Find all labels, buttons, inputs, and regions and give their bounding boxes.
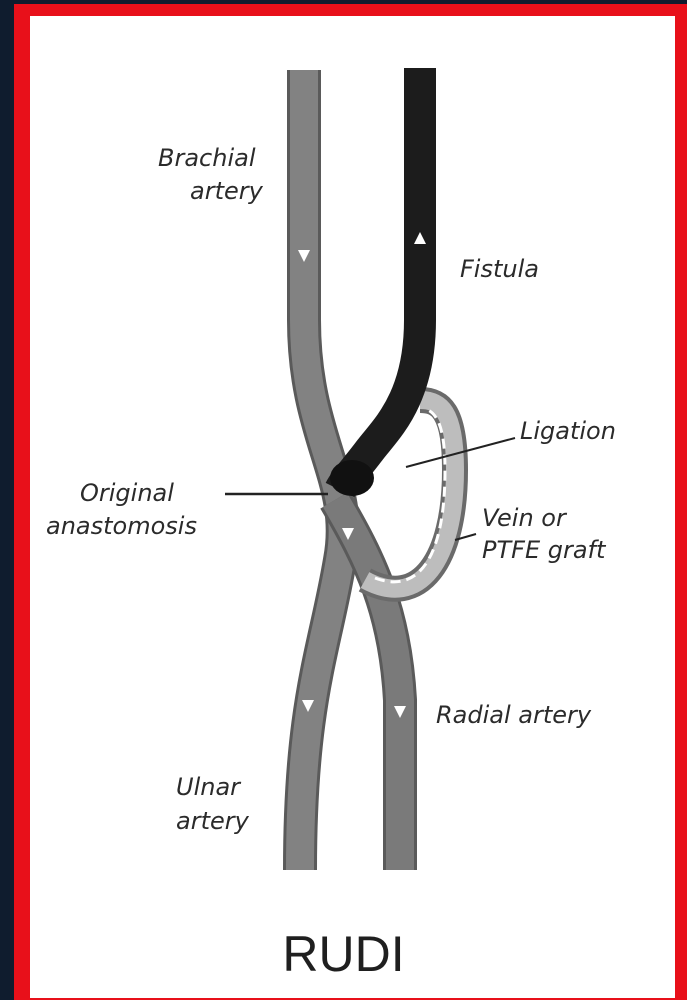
label-brachial-artery-2: artery [190,176,263,206]
label-brachial-artery-1: Brachial [158,143,256,173]
label-vein-graft-1: Vein or [482,503,566,533]
label-ulnar-artery-1: Ulnar [176,772,240,802]
label-original-anastomosis-2: anastomosis [46,511,197,541]
ligation-knot [330,460,374,496]
fistula-vein [340,68,420,490]
diagram-title: RUDI [0,925,687,983]
label-ligation: Ligation [520,416,616,446]
label-vein-graft-2: PTFE graft [482,535,605,565]
label-ulnar-artery-2: artery [176,806,249,836]
label-radial-artery: Radial artery [436,700,591,730]
label-original-anastomosis-1: Original [80,478,174,508]
label-fistula: Fistula [460,254,539,284]
